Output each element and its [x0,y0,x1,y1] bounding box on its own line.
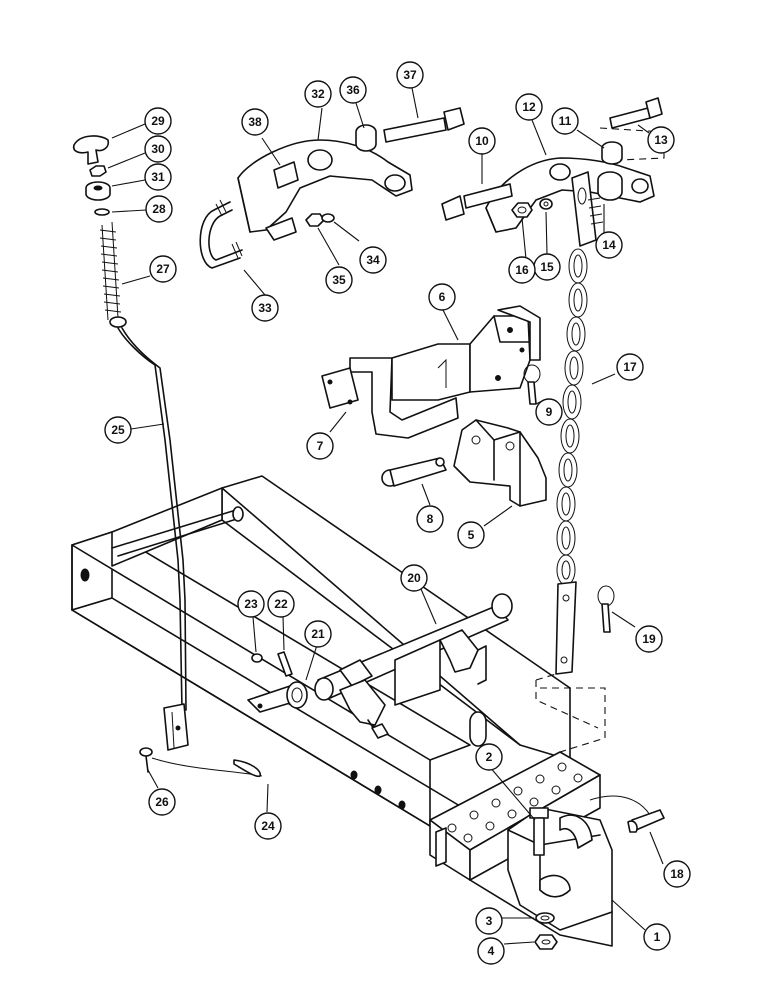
callout-19: 19 [635,625,663,653]
leader-lines [107,87,664,945]
ring-pin-19 [597,585,615,633]
callout-7: 7 [306,432,334,460]
callout-label-25: 25 [111,423,125,437]
callout-label-18: 18 [670,867,684,881]
callout-11: 11 [551,107,579,135]
chain [535,171,604,729]
callout-8: 8 [416,505,444,533]
callout-label-17: 17 [623,360,637,374]
callout-9: 9 [535,398,563,426]
callout-label-16: 16 [515,263,529,277]
callout-18: 18 [663,860,691,888]
callout-label-4: 4 [488,944,495,958]
callout-label-37: 37 [403,68,417,82]
callout-label-7: 7 [317,439,324,453]
callout-label-27: 27 [156,262,170,276]
callout-27: 27 [149,255,177,283]
callout-label-35: 35 [332,273,346,287]
callout-label-2: 2 [486,750,493,764]
callout-label-32: 32 [311,87,325,101]
callout-label-14: 14 [602,238,616,252]
callout-label-24: 24 [261,819,275,833]
callout-label-3: 3 [486,914,493,928]
hitch-jaw [507,795,651,931]
bolt-18 [627,809,665,833]
callout-17: 17 [616,353,644,381]
callout-label-19: 19 [642,632,656,646]
callout-36: 36 [339,76,367,104]
callout-label-8: 8 [427,512,434,526]
callout-5: 5 [457,521,485,549]
callout-16: 16 [508,256,536,284]
callout-21: 21 [304,620,332,648]
callout-label-6: 6 [439,290,446,304]
callout-label-33: 33 [258,301,272,315]
callout-25: 25 [104,416,132,444]
callout-14: 14 [595,231,623,259]
callout-label-29: 29 [151,114,165,128]
callout-23: 23 [237,590,265,618]
callout-label-11: 11 [559,114,572,128]
callout-label-31: 31 [151,170,165,184]
callout-10: 10 [468,127,496,155]
callout-label-34: 34 [366,253,380,267]
callout-31: 31 [144,163,172,191]
callout-label-23: 23 [244,597,258,611]
callout-label-26: 26 [155,795,169,809]
bracket-6 [321,305,541,439]
callout-4: 4 [477,937,505,965]
drawbar-frame [71,475,613,947]
callout-label-15: 15 [540,260,554,274]
callouts: 1 2 3 4 5 6 7 8 9 10 11 12 13 14 15 16 1… [104,61,691,965]
pin-26-clip-24 [139,747,263,778]
callout-label-36: 36 [346,83,360,97]
callout-label-30: 30 [151,142,165,156]
bracket-32 [237,107,465,241]
callout-1: 1 [643,923,671,951]
callout-29: 29 [144,107,172,135]
callout-label-38: 38 [248,115,262,129]
callout-24: 24 [254,812,282,840]
callout-20: 20 [400,564,428,592]
callout-30: 30 [144,135,172,163]
callout-label-28: 28 [152,202,166,216]
u-bolt [199,199,243,269]
pin-8 [381,457,447,487]
callout-label-5: 5 [468,528,475,542]
callout-label-20: 20 [407,571,421,585]
pins-22-23 [251,651,293,677]
bracket-5 [453,419,547,507]
callout-label-22: 22 [274,597,288,611]
callout-label-10: 10 [475,134,489,148]
knob-assembly [72,135,111,216]
callout-33: 33 [251,294,279,322]
callout-34: 34 [359,246,387,274]
nut-washer-34-35 [305,213,335,227]
callout-28: 28 [145,195,173,223]
callout-3: 3 [475,907,503,935]
cross-shaft [314,593,513,739]
callout-12: 12 [515,93,543,121]
callout-2: 2 [475,743,503,771]
callout-38: 38 [241,108,269,136]
callout-22: 22 [267,590,295,618]
callout-label-1: 1 [654,930,661,944]
callout-35: 35 [325,266,353,294]
callout-26: 26 [148,788,176,816]
callout-label-9: 9 [546,405,553,419]
callout-37: 37 [396,61,424,89]
link-rod [99,221,189,751]
lever-21 [247,681,308,713]
callout-13: 13 [647,126,675,154]
callout-label-13: 13 [654,133,668,147]
bracket-12 [441,97,665,233]
callout-15: 15 [533,253,561,281]
callout-32: 32 [304,80,332,108]
callout-label-21: 21 [311,627,325,641]
callout-6: 6 [428,283,456,311]
washer-nut [534,912,558,950]
callout-label-12: 12 [522,100,536,114]
